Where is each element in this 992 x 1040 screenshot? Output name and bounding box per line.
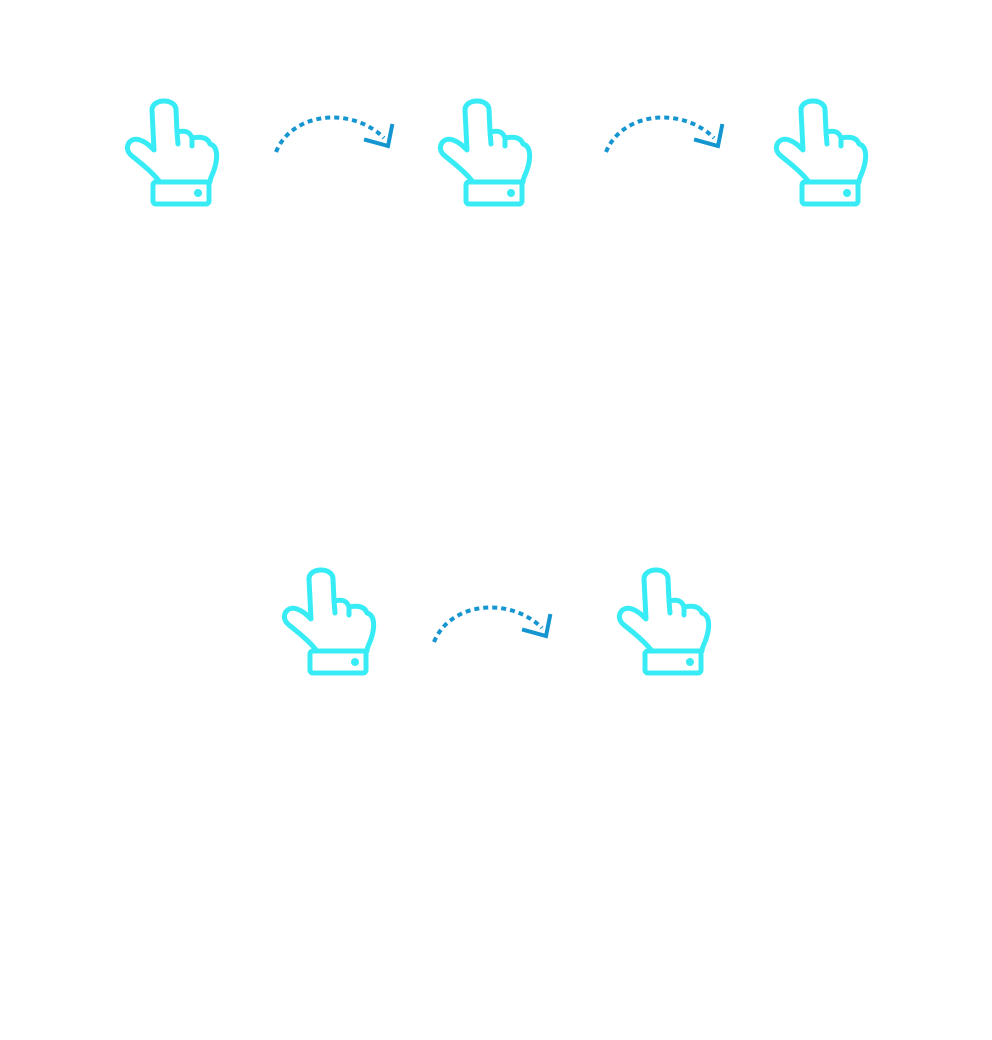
pointing-hand-icon	[281, 567, 377, 677]
pointing-hand-icon	[773, 98, 869, 208]
curved-dotted-arrow-icon	[272, 106, 396, 156]
pointing-hand-icon	[124, 98, 220, 208]
curved-dotted-arrow-icon	[430, 596, 554, 646]
pointing-hand-icon	[437, 98, 533, 208]
pointing-hand-icon	[616, 567, 712, 677]
curved-dotted-arrow-icon	[602, 106, 726, 156]
